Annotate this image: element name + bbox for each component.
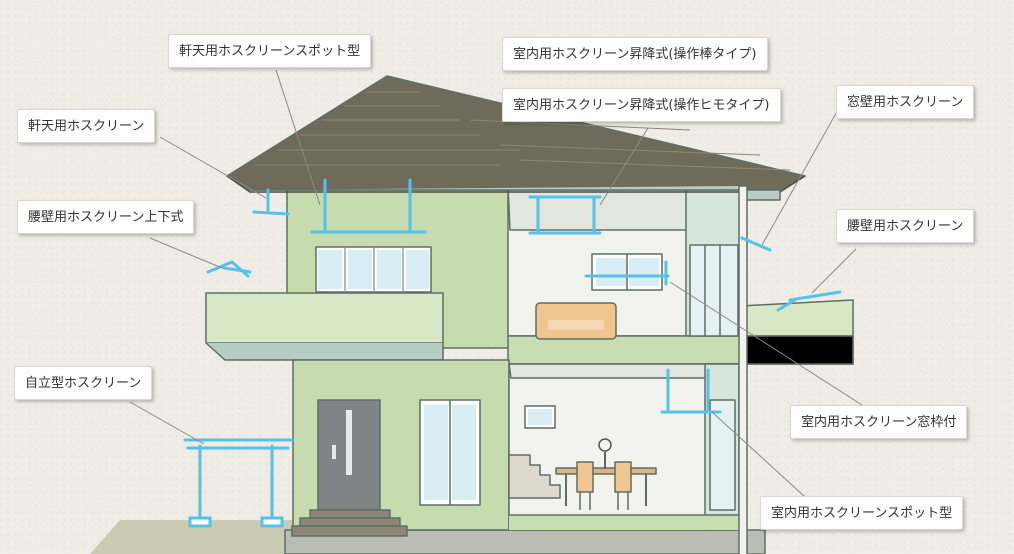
- waist-wall-hanger: [776, 290, 842, 312]
- label-waist-wall-updown: 腰壁用ホスクリーン上下式: [17, 200, 195, 234]
- right-balcony: [739, 299, 854, 337]
- grass-patch: [90, 520, 330, 554]
- indoor-spot-hanger: [660, 368, 722, 414]
- house: [90, 75, 854, 554]
- eave-hanger: [252, 188, 290, 216]
- label-eave-spot: 軒天用ホスクリーンスポット型: [168, 34, 372, 68]
- label-eave: 軒天用ホスクリーン: [17, 109, 156, 143]
- eave-spot-hanger: [310, 178, 427, 234]
- waist-wall-updown-hanger: [206, 260, 252, 278]
- freestanding-hanger: [183, 438, 294, 522]
- label-waist-wall: 腰壁用ホスクリーン: [836, 209, 975, 243]
- window-frame-hanger: [584, 260, 670, 286]
- indoor-pole-hanger: [528, 195, 602, 235]
- window-wall-hanger: [740, 236, 772, 252]
- label-indoor-spot: 室内用ホスクリーンスポット型: [760, 496, 964, 530]
- laundry-hangers: [183, 178, 842, 528]
- label-indoor-pole: 室内用ホスクリーン昇降式(操作棒タイプ): [502, 37, 768, 71]
- label-window-wall: 窓壁用ホスクリーン: [836, 85, 975, 119]
- label-indoor-string: 室内用ホスクリーン昇降式(操作ヒモタイプ): [502, 88, 781, 122]
- left-balcony: [205, 292, 444, 344]
- label-freestanding: 自立型ホスクリーン: [14, 366, 153, 400]
- leader-lines: [129, 69, 863, 498]
- label-indoor-window-frame: 室内用ホスクリーン窓枠付: [790, 405, 968, 439]
- lower-room: [508, 363, 740, 531]
